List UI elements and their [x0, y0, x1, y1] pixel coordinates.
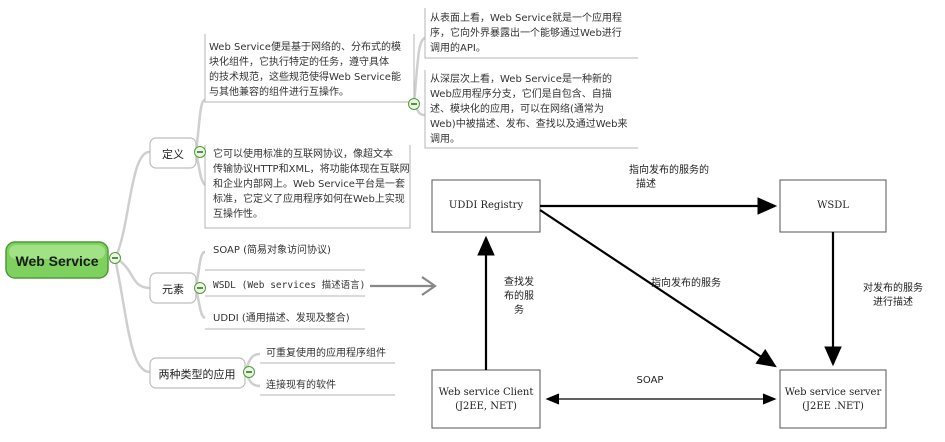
note-line: 传输协议HTTP和XML，将功能体现在互联网: [213, 164, 410, 175]
edge-label-uddi-wsdl: 指向发布的服务的 描述: [614, 164, 724, 192]
note1-frame: [204, 34, 415, 103]
server-box[interactable]: [779, 369, 887, 429]
collapse-note1-icon[interactable]: [408, 98, 420, 110]
note-line: Web Service便是基于网络的、分布式的模: [209, 42, 401, 53]
arrow-client-server-soap: [545, 393, 777, 405]
note-line: 调用。: [430, 134, 460, 145]
connector-sub-1: [412, 36, 426, 105]
wsdl-label: WSDL: [817, 200, 849, 211]
edge-label-line: 描述: [636, 179, 656, 190]
branch-elements-label: 元素: [162, 283, 184, 296]
branch-definition-label: 定义: [162, 147, 184, 161]
definition-subnote-1: 从表面上看，Web Service就是一个应用程 序，它向外界暴露出一个能够通过…: [430, 11, 622, 56]
uddi-label: UDDI Registry: [448, 200, 524, 211]
collapse-definition-icon[interactable]: [194, 146, 206, 158]
note-line: 从深层次上看，Web Service是一种新的: [430, 74, 612, 85]
element-soap: SOAP (简易对象访问协议): [213, 245, 331, 256]
definition-subnote-2: 从深层次上看，Web Service是一种新的 Web应用程序分支，它们是自包含…: [430, 72, 628, 147]
server-label-line: (J2EE .NET): [802, 401, 864, 412]
definition-note-1: Web Service便是基于网络的、分布式的模 块化组件，它执行特定的任务，遵…: [209, 40, 401, 100]
app-type-2: 连接现有的软件: [266, 380, 336, 391]
edge-label-line: 查找发: [504, 277, 534, 288]
connector-root-apps: [113, 257, 151, 374]
root-node-label: Web Service: [15, 253, 98, 269]
server-label: Web service server (J2EE .NET): [780, 386, 886, 414]
edge-label-client-uddi: 查找发 布的服 务: [497, 276, 541, 318]
element-uddi: UDDI (通用描述、发现及整合): [213, 313, 350, 324]
note-line: 述、模块化的应用，可以在网络(通常为: [430, 104, 604, 115]
edge-label-wsdl-server: 对发布的服务 进行描述: [848, 282, 938, 310]
note-frames: [204, 8, 638, 396]
edge-label-line: 进行描述: [873, 297, 913, 308]
client-label: Web service Client (J2EE, NET): [432, 386, 540, 414]
edge-label-uddi-server: 指向发布的服务: [651, 278, 721, 289]
client-label-line: Web service Client: [438, 387, 534, 398]
note-line: Web)中被描述、发布、查找以及通过Web来: [430, 119, 628, 130]
note-line: 和企业内部网上。Web Service平台是一套: [213, 179, 405, 190]
app-type-1: 可重复使用的应用程序组件: [266, 348, 386, 359]
subnote2-frame: [424, 70, 638, 149]
connector-def-note1: [194, 98, 206, 153]
definition-note-2: 它可以使用标准的互联网协议，像超文本 传输协议HTTP和XML，将功能体现在互联…: [213, 147, 410, 222]
connector-root-definition: [113, 150, 151, 259]
collapse-elements-icon[interactable]: [194, 282, 206, 294]
note-line: 标准，它定义了应用程序如何在Web上实现: [213, 194, 405, 205]
collapse-apps-icon[interactable]: [243, 366, 255, 378]
note-line: 它可以使用标准的互联网协议，像超文本: [213, 149, 393, 160]
edge-label-line: 务: [514, 305, 524, 316]
note-line: 与其他兼容的组件进行互操作。: [209, 87, 349, 98]
subnote1-frame: [424, 8, 638, 59]
note-line: 从表面上看，Web Service就是一个应用程: [430, 13, 622, 24]
client-label-line: (J2EE, NET): [455, 401, 517, 412]
branch-apps-label: 两种类型的应用: [159, 367, 236, 381]
edge-label-line: 指向发布的服务的: [629, 165, 709, 176]
note-line: 的技术规范，这些规范使得Web Service能: [209, 72, 401, 83]
server-label-line: Web service server: [784, 387, 882, 398]
note-line: 块化组件，它执行特定的任务，遵守具体: [209, 57, 389, 68]
note-line: 序，它向外界暴露出一个能够通过Web进行: [430, 28, 622, 39]
note-line: Web应用程序分支，它们是自包含、自描: [430, 89, 612, 100]
architecture-arrows: [477, 197, 842, 370]
root-node-highlight: [9, 245, 105, 259]
note-line: 互操作性。: [213, 209, 263, 220]
note-line: 调用的API。: [430, 43, 486, 54]
edge-label-line: 布的服: [504, 291, 534, 302]
collapse-toggles: [109, 98, 420, 378]
edge-label-soap: SOAP: [636, 375, 664, 386]
connector-el-soap: [194, 250, 206, 289]
link-arrow-icon: [370, 276, 437, 296]
element-wsdl: WSDL (Web services 描述语言): [213, 280, 366, 291]
collapse-root-icon[interactable]: [109, 252, 121, 264]
arrow-uddi-server: [539, 209, 777, 368]
edge-label-line: 对发布的服务: [863, 283, 923, 294]
uddi-box[interactable]: [431, 179, 541, 233]
note2-frame: [204, 145, 411, 229]
